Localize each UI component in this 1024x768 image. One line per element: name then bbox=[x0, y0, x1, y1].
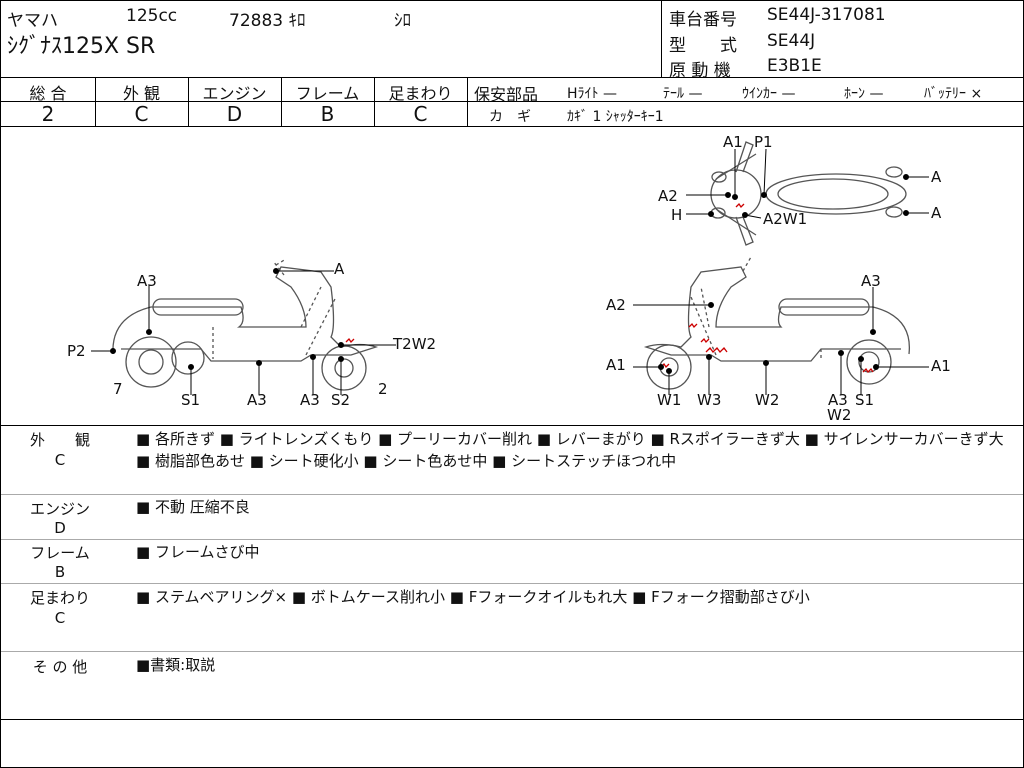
engine-label: 原 動 機 bbox=[669, 61, 731, 81]
key-label: カ ギ bbox=[489, 109, 531, 125]
grade-engine: D bbox=[226, 102, 243, 126]
label-left-a3-bottom2: A3 bbox=[300, 391, 320, 409]
label-right-w2-bottom: W2 bbox=[827, 406, 851, 424]
remark-text-suspension: ■ ステムベアリング× ■ ボトムケース削れ小 ■ Fフォークオイルもれ大 ■ … bbox=[136, 588, 810, 606]
displacement: 125cc bbox=[126, 6, 178, 26]
label-left-7: 7 bbox=[113, 380, 123, 398]
remark-text-exterior: ■ 各所きず ■ ライトレンズくもり ■ プーリーカバー削れ ■ レバーまがり … bbox=[136, 430, 1004, 470]
label-right-s1: S1 bbox=[855, 391, 874, 409]
damage-diagram: A1 P1 A2 H A2W1 A A A A3 P2 T2W2 7 2 S1 … bbox=[67, 133, 951, 424]
safety-headlight: Hﾗｲﾄ — bbox=[567, 86, 617, 102]
remark-grade-frame: B bbox=[54, 563, 66, 581]
label-right-w3: W3 bbox=[697, 391, 721, 409]
model-name: ｼｸﾞﾅｽ125X SR bbox=[7, 34, 156, 59]
remark-text-frame: ■ フレームさび中 bbox=[136, 543, 260, 561]
safety-horn: ﾎｰﾝ — bbox=[844, 86, 884, 102]
remark-grade-suspension: C bbox=[54, 609, 66, 627]
label-left-s2: S2 bbox=[331, 391, 350, 409]
divider bbox=[1, 77, 1023, 78]
safety-tail: ﾃｰﾙ — bbox=[663, 86, 703, 102]
label-left-a: A bbox=[334, 260, 345, 278]
label-top-a1: A1 bbox=[723, 133, 743, 151]
type-value: SE44J bbox=[767, 31, 816, 51]
grade-label-suspension: 足まわり bbox=[388, 84, 453, 103]
frame-no-label: 車台番号 bbox=[669, 10, 737, 30]
type-label: 型 式 bbox=[669, 36, 737, 56]
grade-label-frame: フレーム bbox=[295, 84, 360, 103]
remark-text-other: ■書類:取説 bbox=[136, 656, 216, 674]
label-right-a3-bottom: A3 bbox=[828, 391, 848, 409]
label-top-a-upper: A bbox=[931, 168, 942, 186]
label-right-a1-left: A1 bbox=[606, 356, 626, 374]
engine-value: E3B1E bbox=[767, 56, 822, 76]
safety-battery: ﾊﾞｯﾃﾘｰ × bbox=[924, 86, 983, 102]
grade-label-exterior: 外 観 bbox=[122, 84, 161, 103]
label-right-w1: W1 bbox=[657, 391, 681, 409]
label-top-a2: A2 bbox=[658, 187, 678, 205]
label-top-a2w1: A2W1 bbox=[763, 210, 807, 228]
label-left-a3-bottom: A3 bbox=[247, 391, 267, 409]
remark-grade-engine: D bbox=[54, 519, 66, 537]
header-divider bbox=[661, 1, 662, 77]
remark-label-frame: フレーム bbox=[30, 544, 90, 562]
grade-suspension: C bbox=[413, 102, 428, 126]
color: ｼﾛ bbox=[394, 11, 411, 31]
mileage: 72883 ｷﾛ bbox=[229, 11, 306, 31]
label-left-t2w2: T2W2 bbox=[392, 335, 436, 353]
remark-grade-exterior: C bbox=[54, 451, 66, 469]
label-top-a-lower: A bbox=[931, 204, 942, 222]
maker: ヤマハ bbox=[7, 11, 58, 31]
label-right-w2: W2 bbox=[755, 391, 779, 409]
label-top-h: H bbox=[671, 206, 682, 224]
label-right-a2: A2 bbox=[606, 296, 626, 314]
remark-label-engine: エンジン bbox=[29, 500, 90, 518]
leader-lines bbox=[91, 148, 929, 395]
grade-label-engine: エンジン bbox=[202, 84, 267, 103]
left-side-scooter bbox=[112, 258, 379, 391]
label-right-a3: A3 bbox=[861, 272, 881, 290]
safety-label: 保安部品 bbox=[474, 85, 539, 104]
grade-label-overall: 総 合 bbox=[29, 84, 67, 103]
label-left-a3: A3 bbox=[137, 272, 157, 290]
label-left-2: 2 bbox=[378, 380, 388, 398]
key-value: ｶｷﾞ 1 ｼｬｯﾀｰｷｰ1 bbox=[567, 109, 664, 125]
remark-label-other: そ の 他 bbox=[32, 658, 88, 676]
remark-label-suspension: 足まわり bbox=[29, 589, 90, 607]
top-view-scooter bbox=[710, 141, 907, 246]
grade-frame: B bbox=[320, 102, 335, 126]
grade-overall: 2 bbox=[41, 102, 55, 126]
grade-exterior: C bbox=[134, 102, 149, 126]
label-left-s1: S1 bbox=[181, 391, 200, 409]
remark-label-exterior: 外 観 bbox=[29, 431, 90, 449]
label-left-p2: P2 bbox=[67, 342, 86, 360]
label-right-a1-right: A1 bbox=[931, 357, 951, 375]
label-top-p1: P1 bbox=[754, 133, 773, 151]
frame-no: SE44J-317081 bbox=[767, 5, 886, 25]
remark-text-engine: ■ 不動 圧縮不良 bbox=[136, 498, 250, 516]
safety-winker: ｳｲﾝｶｰ — bbox=[742, 86, 796, 102]
